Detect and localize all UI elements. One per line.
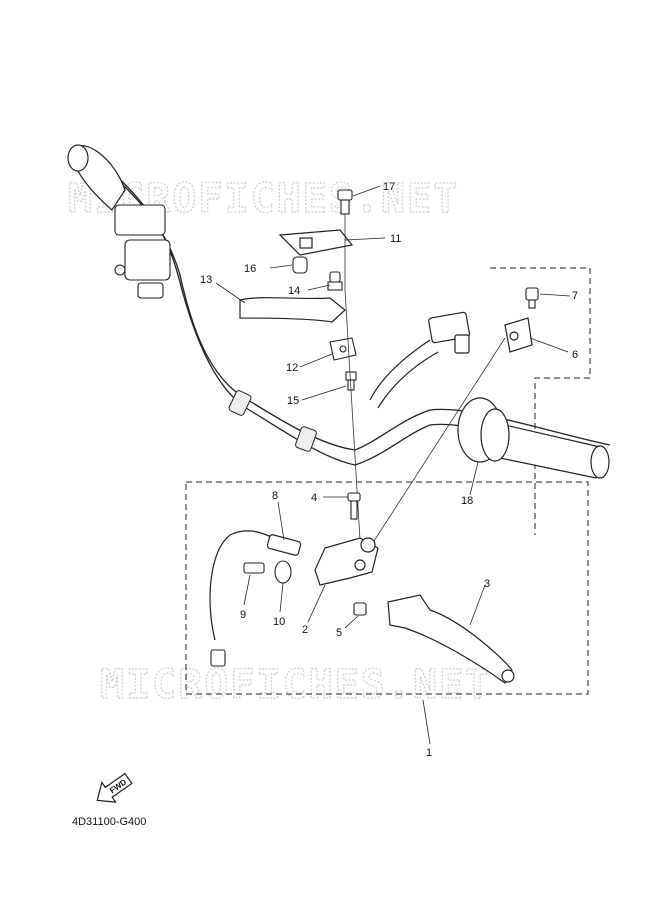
screw-9 [243,562,265,574]
callout-9: 9 [240,609,246,621]
callout-5: 5 [336,627,342,639]
nut-5 [353,602,367,616]
callout-12: 12 [286,362,298,374]
right-grip [499,424,610,479]
switch-housing [457,397,510,463]
knob-16 [292,256,308,274]
lever-3 [387,594,515,684]
callout-4: 4 [311,492,317,504]
callout-7: 7 [572,290,578,302]
switch-wire [369,339,439,409]
switch-connector [428,311,471,354]
callout-8: 8 [272,490,278,502]
left-grip [67,144,126,211]
bracket-11 [278,229,354,256]
callout-15: 15 [287,395,299,407]
lever-holder-2 [314,537,379,586]
switch-assembly-dashed-box [490,267,591,535]
callout-16: 16 [244,263,256,275]
lever-13 [239,297,346,323]
clamp-6 [504,317,533,353]
bolt-4 [347,492,361,520]
callout-17: 17 [383,181,395,193]
diagram-code: 4D31100-G400 [72,816,146,828]
callout-1: 1 [426,747,432,759]
left-clamp [114,204,171,299]
callout-10: 10 [273,616,285,628]
lever-assembly-dashed-box [185,481,589,695]
callout-3: 3 [484,578,490,590]
leader-lines [215,185,571,745]
cable-8 [209,530,302,641]
nut-14 [327,271,343,291]
callout-6: 6 [572,349,578,361]
bolt-17 [337,189,353,215]
callout-14: 14 [288,285,300,297]
fwd-arrow-icon: FWD [96,772,133,803]
cable-end [210,649,226,667]
bar-bands [228,390,317,452]
callout-18: 18 [461,495,473,507]
callout-13: 13 [200,274,212,286]
callout-2: 2 [302,624,308,636]
guide-lines [344,214,506,556]
watermark-bottom: MICROFICHES.NET [100,662,491,708]
callout-11: 11 [390,233,401,245]
screw-7 [525,287,539,309]
plate-12 [329,337,357,361]
nut-10 [274,560,292,584]
